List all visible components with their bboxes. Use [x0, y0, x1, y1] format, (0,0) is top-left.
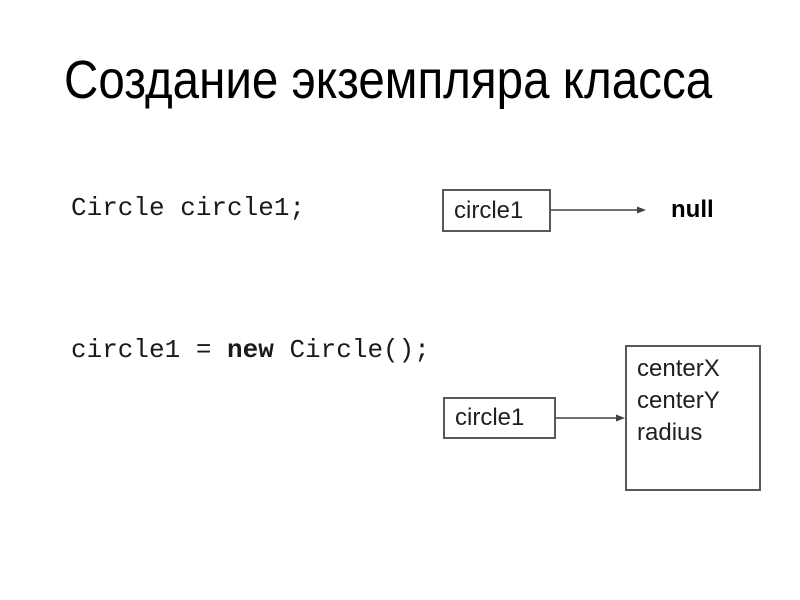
- code-text-pre: circle1 =: [71, 335, 228, 365]
- field-centerx: centerX: [637, 355, 720, 382]
- code-declaration-line: Circle circle1;: [71, 193, 306, 223]
- reference-label: circle1: [454, 196, 524, 224]
- reference-arrow-icon: [551, 206, 646, 214]
- reference-label: circle1: [455, 404, 525, 431]
- reference-box-instantiation: circle1: [443, 397, 556, 439]
- field-radius: radius: [637, 419, 703, 446]
- null-value-label: null: [671, 196, 714, 223]
- field-centery: centerY: [637, 387, 720, 414]
- object-box: centerX centerY radius: [625, 345, 761, 491]
- reference-arrow-icon: [556, 414, 625, 422]
- code-instantiation-line: circle1 = new Circle();: [71, 336, 430, 364]
- code-text-post: Circle();: [273, 335, 430, 365]
- reference-box-declaration: circle1: [442, 189, 551, 232]
- new-keyword: new: [227, 335, 274, 365]
- slide-title: Создание экземпляра класса: [64, 50, 713, 110]
